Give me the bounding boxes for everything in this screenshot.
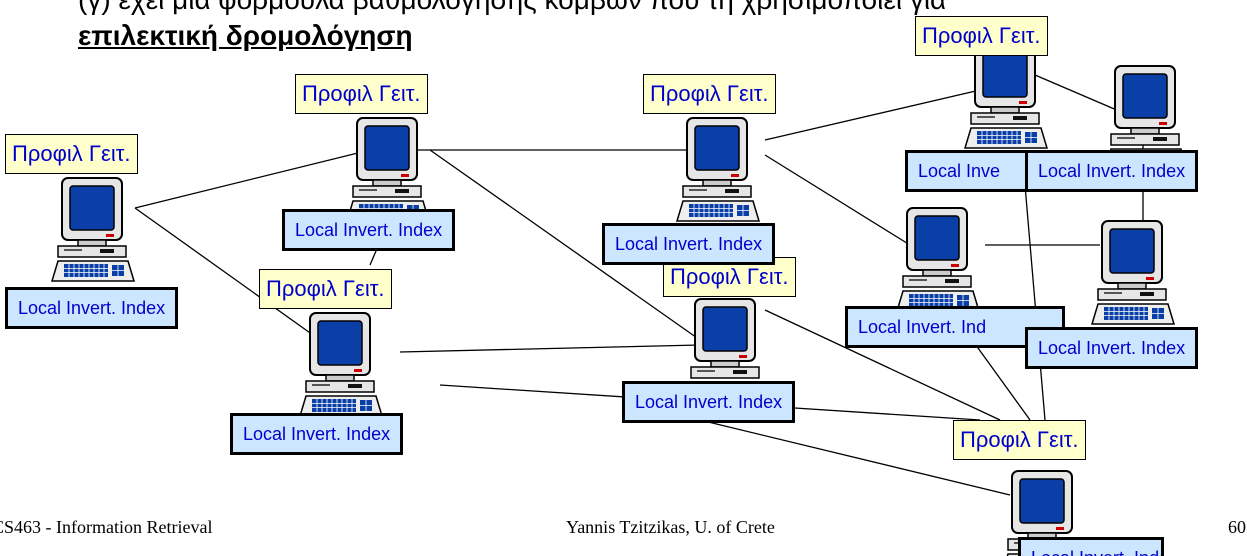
link	[764, 89, 981, 141]
link	[429, 149, 701, 341]
local-index-box: Local Invert. Index	[602, 223, 776, 265]
neighbor-profile-label: Προφιλ Γειτ.	[953, 420, 1086, 460]
neighbor-profile-label: Προφιλ Γειτ.	[295, 74, 428, 114]
link	[399, 344, 701, 353]
neighbor-profile-label: Προφιλ Γειτ.	[259, 269, 392, 309]
slide-title-line2: επιλεκτική δρομολόγηση	[78, 20, 413, 51]
computer-icon	[298, 312, 384, 420]
computer-icon	[895, 207, 981, 315]
local-index-box: Local Invert. Index	[1025, 150, 1199, 192]
neighbor-profile-label: Προφιλ Γειτ.	[643, 74, 776, 114]
link	[764, 309, 1001, 421]
local-index-box-cut: Local Invert. Index	[1018, 537, 1164, 556]
computer-icon	[675, 117, 761, 225]
link	[134, 149, 371, 209]
link	[1021, 149, 1046, 421]
local-index-box: Local Invert. Index	[282, 209, 456, 251]
local-index-box: Local Invert. Index	[5, 287, 179, 329]
computer-icon	[1090, 220, 1176, 328]
footer-author: Yannis Tzitzikas, U. of Crete	[566, 517, 775, 537]
link	[764, 154, 911, 246]
link	[699, 419, 1011, 496]
local-index-box: Local Invert. Index	[230, 413, 404, 455]
local-index-box: Local Invert. Index	[1025, 327, 1199, 369]
footer-course: CS463 - Information Retrieval	[0, 517, 213, 537]
local-index-box-partial: Local Inve	[905, 150, 1029, 192]
footer-page-number: 60	[1228, 517, 1246, 537]
computer-icon	[963, 44, 1049, 152]
computer-icon	[50, 177, 136, 285]
neighbor-profile-label: Προφιλ Γειτ.	[915, 16, 1048, 56]
slide-title-line1: (γ) έχει μια φόρμουλα βαθμολόγησης κόμβω…	[78, 0, 946, 16]
neighbor-profile-label: Προφιλ Γειτ.	[5, 134, 138, 174]
local-index-box: Local Invert. Index	[622, 381, 796, 423]
link	[134, 207, 321, 341]
